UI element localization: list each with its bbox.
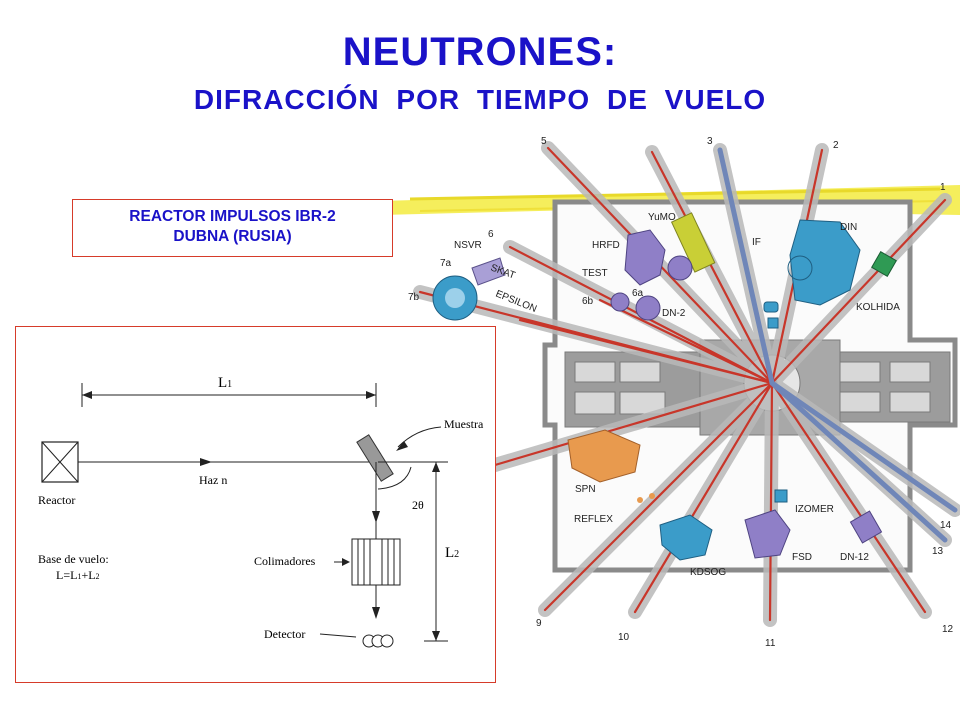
reactor-label: Reactor (38, 493, 75, 507)
beam-number-10: 10 (618, 632, 630, 643)
l2-label: L2 (445, 545, 459, 561)
flight-base-formula: L=L1+L2 (56, 568, 100, 582)
instrument-izomer: IZOMER (795, 504, 834, 515)
instrument-din: DIN (840, 222, 857, 233)
beam-number-9: 9 (536, 618, 542, 629)
instrument-kolhida: KOLHIDA (856, 302, 900, 313)
reactor-caption-line2: DUBNA (RUSIA) (173, 228, 292, 245)
page-subtitle: DIFRACCIÓN POR TIEMPO DE VUELO (193, 84, 767, 115)
beam-number-3: 3 (707, 136, 713, 147)
tof-schematic-frame: L1 Reactor Haz n Muestra 2θ Colimadores (15, 326, 496, 683)
reactor-caption-line1: REACTOR IMPULSOS IBR-2 (129, 208, 336, 225)
collimators-label: Colimadores (254, 554, 316, 568)
instruments (432, 212, 897, 561)
instrument-spn: SPN (575, 484, 596, 495)
beam-number-12: 12 (942, 624, 954, 635)
detector-label: Detector (264, 627, 305, 641)
beam-number-11: 11 (765, 638, 776, 649)
beam-number-6: 6 (488, 229, 494, 240)
instrument-nsvr: NSVR (454, 240, 482, 251)
page-title: NEUTRONES: (342, 30, 618, 74)
instrument-fsd: FSD (792, 552, 812, 563)
instrument-reflex: REFLEX (574, 514, 613, 525)
beam-number-2: 2 (833, 140, 839, 151)
beam-number-14: 14 (940, 520, 952, 531)
instrument-hrfd: HRFD (592, 240, 620, 251)
angle-label: 2θ (412, 498, 424, 512)
instrument-kdsog: KDSOG (690, 567, 726, 578)
flight-base-label: Base de vuelo: (38, 552, 109, 566)
beam-number-7a: 7a (440, 258, 452, 269)
instrument-if: IF (752, 237, 761, 248)
instrument-yumo: YuMO (648, 212, 676, 223)
reactor-caption-box: REACTOR IMPULSOS IBR-2 DUBNA (RUSIA) (72, 199, 393, 257)
instrument-test: TEST (582, 268, 608, 279)
collimators-symbol (351, 538, 401, 586)
beam-number-6b: 6b (582, 296, 594, 307)
instrument-dn2: DN-2 (662, 308, 686, 319)
sample-label: Muestra (444, 417, 484, 431)
ibr2-hall-map: 1 2 3 5 6 7a 7b 6a 6b 9 10 11 12 13 14 Y… (408, 136, 960, 649)
sample-symbol (356, 434, 394, 482)
beam-number-7b: 7b (408, 292, 420, 303)
beam-number-6a: 6a (632, 288, 644, 299)
tof-schematic: L1 Reactor Haz n Muestra 2θ Colimadores (38, 375, 484, 648)
beam-number-13: 13 (932, 546, 944, 557)
instrument-dn12: DN-12 (840, 552, 869, 563)
beam-number-5: 5 (541, 136, 547, 147)
beam-label: Haz n (199, 473, 227, 487)
beam-number-1: 1 (940, 182, 946, 193)
l1-label: L1 (218, 375, 232, 391)
